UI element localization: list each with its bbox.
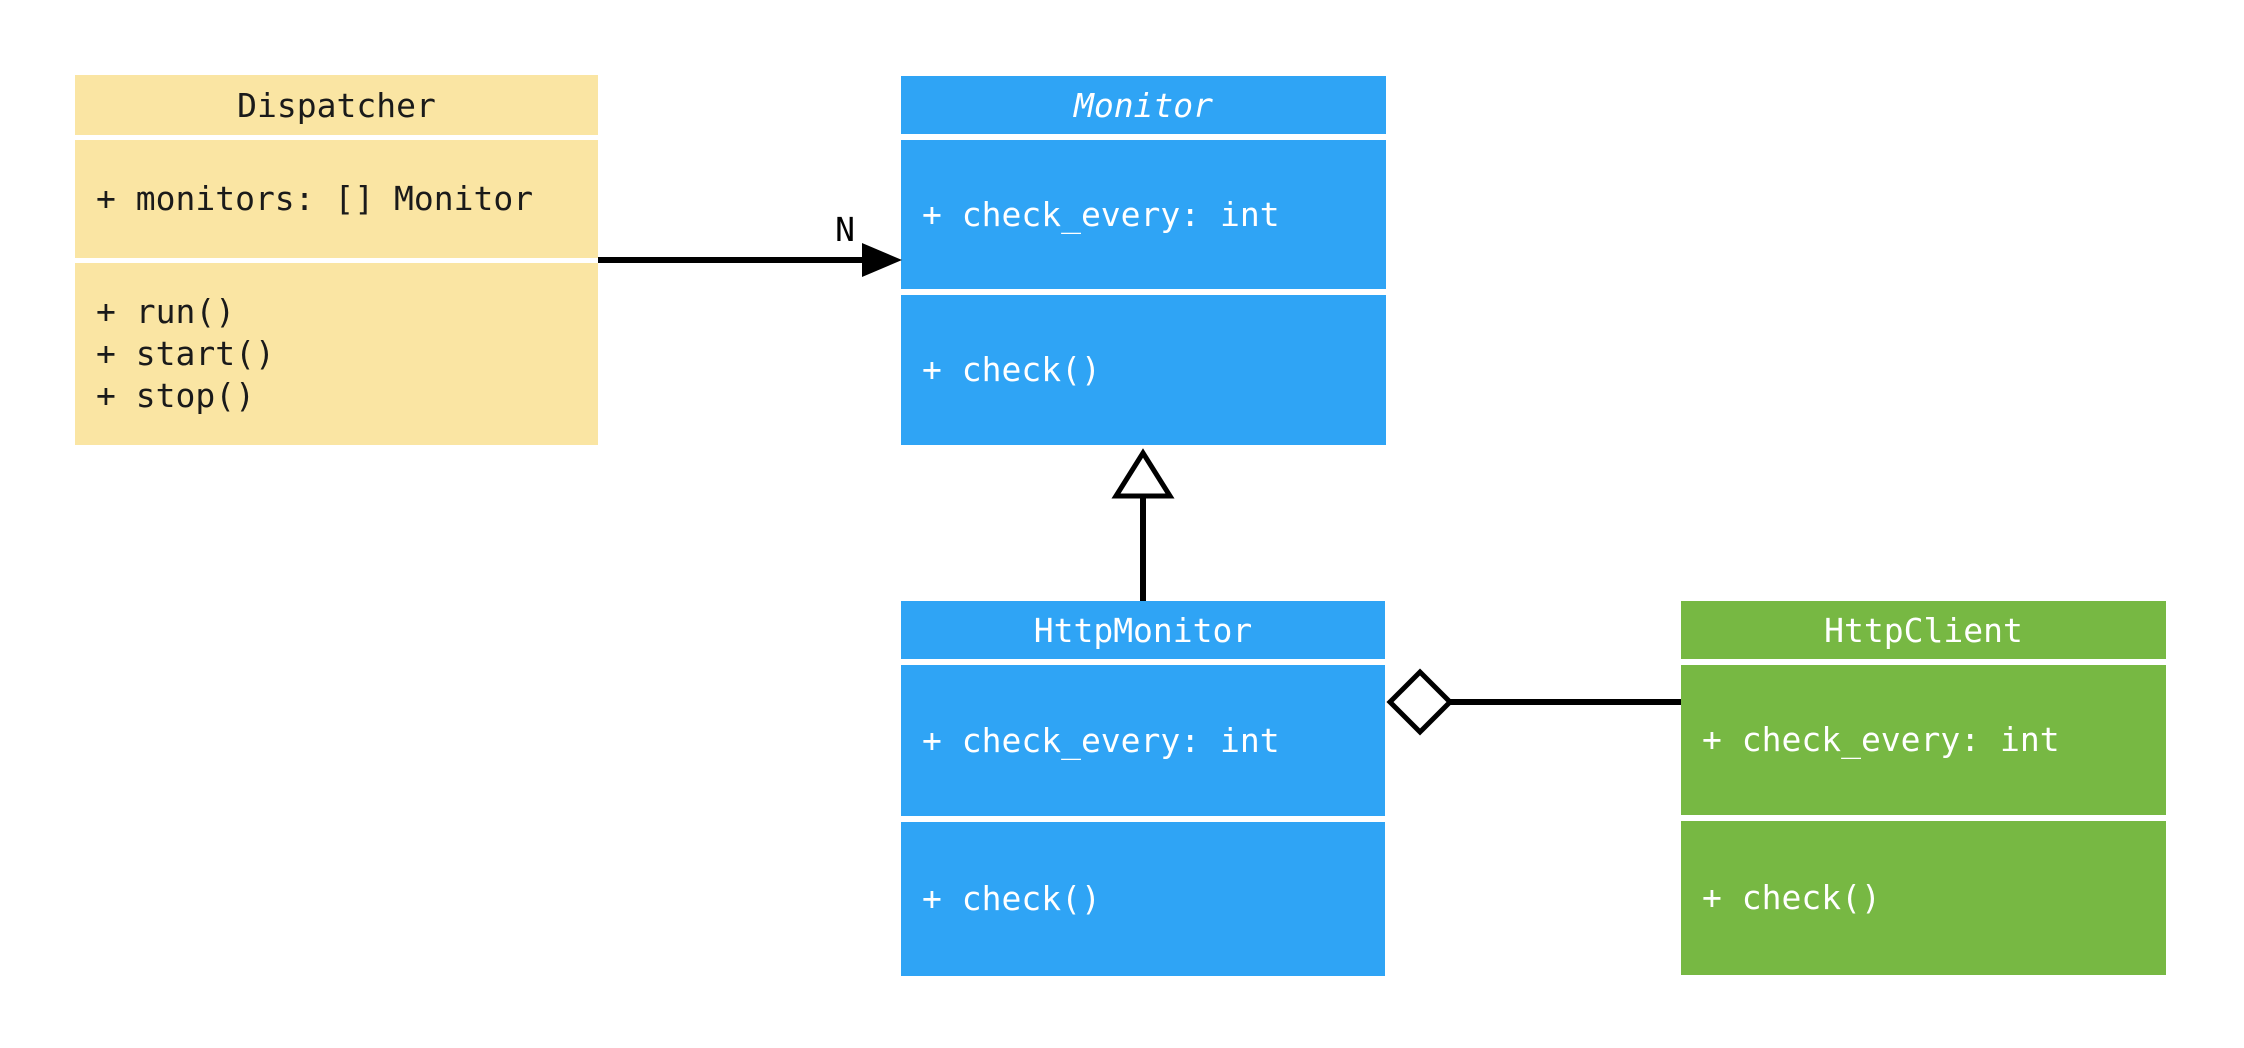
attribute-line: + check_every: int (922, 720, 1280, 760)
class-attributes-dispatcher: + monitors: [] Monitor (75, 140, 598, 258)
class-methods-monitor: + check() (901, 295, 1386, 445)
method-line: + check() (1702, 878, 1881, 917)
class-title-httpclient: HttpClient (1681, 601, 2166, 659)
association-arrowhead-icon (862, 243, 902, 277)
attribute-line: + check_every: int (1702, 720, 2060, 759)
multiplicity-label: N (835, 210, 855, 249)
class-box-httpclient: HttpClient + check_every: int + check() (1681, 601, 2166, 975)
class-box-monitor: Monitor + check_every: int + check() (901, 76, 1386, 445)
inheritance-triangle-icon (1111, 448, 1175, 499)
class-box-dispatcher: Dispatcher + monitors: [] Monitor + run(… (75, 75, 598, 445)
method-line: + check() (922, 879, 1101, 918)
method-line: + start() (96, 334, 275, 373)
class-title-monitor: Monitor (901, 76, 1386, 134)
class-title-dispatcher: Dispatcher (75, 75, 598, 135)
inheritance-httpmonitor-to-monitor (1111, 448, 1175, 601)
attribute-line: + check_every: int (922, 194, 1280, 234)
class-attributes-httpmonitor: + check_every: int (901, 665, 1385, 816)
class-box-httpmonitor: HttpMonitor + check_every: int + check() (901, 601, 1385, 976)
aggregation-httpmonitor-to-httpclient (1386, 668, 1681, 736)
method-line: + check() (922, 350, 1101, 389)
class-methods-httpmonitor: + check() (901, 822, 1385, 976)
class-attributes-httpclient: + check_every: int (1681, 665, 2166, 815)
association-dispatcher-to-monitor: N (598, 210, 902, 277)
aggregation-diamond-icon (1386, 668, 1454, 736)
class-methods-dispatcher: + run() + start() + stop() (75, 263, 598, 445)
method-line: + run() (96, 292, 236, 331)
class-attributes-monitor: + check_every: int (901, 140, 1386, 289)
method-line: + stop() (96, 376, 255, 415)
attribute-line: + monitors: [] Monitor (96, 179, 534, 218)
class-title-httpmonitor: HttpMonitor (901, 601, 1385, 659)
class-methods-httpclient: + check() (1681, 821, 2166, 975)
